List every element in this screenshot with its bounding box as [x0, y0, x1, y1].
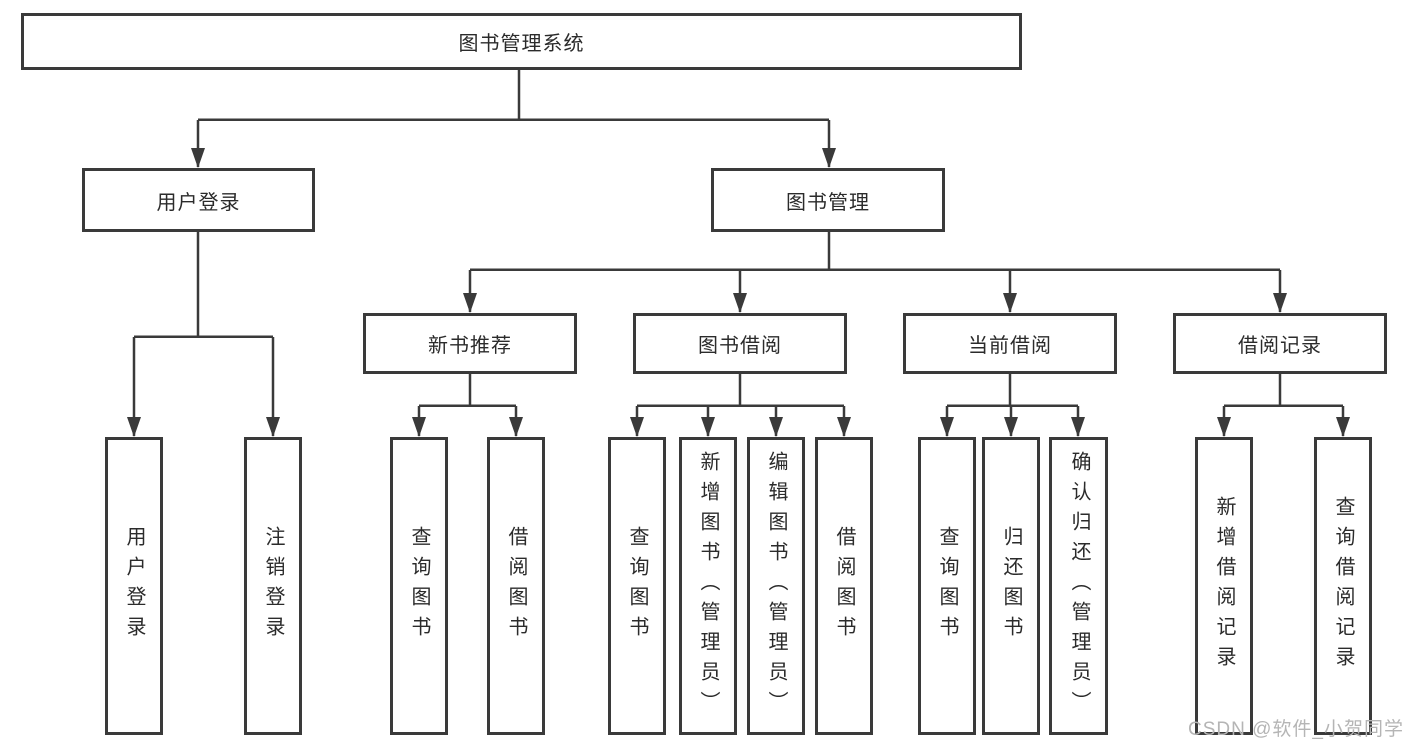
connector-root-to-level2 [191, 70, 836, 168]
leaf-borrow-query-books: 查询图书 [608, 437, 666, 735]
leaf-newbook-borrow-books: 借阅图书 [487, 437, 545, 735]
connector-user-login-subtree [127, 232, 280, 437]
node-book-borrow: 图书借阅 [633, 313, 847, 374]
csdn-watermark: CSDN @软件_小贺同学 [1188, 719, 1404, 740]
connector-new-book-subtree [412, 374, 523, 437]
connector-current-borrow-subtree [940, 374, 1085, 437]
connector-book-borrow-subtree [630, 374, 851, 437]
leaf-edit-books-admin: 编辑图书（管理员） [747, 437, 805, 735]
leaf-return-books: 归还图书 [982, 437, 1040, 735]
leaf-user-login: 用户登录 [105, 437, 163, 735]
leaf-current-query-books: 查询图书 [918, 437, 976, 735]
leaf-query-borrow-record: 查询借阅记录 [1314, 437, 1372, 735]
leaf-add-books-admin: 新增图书（管理员） [679, 437, 737, 735]
node-library-management-system: 图书管理系统 [21, 13, 1022, 70]
node-current-borrow: 当前借阅 [903, 313, 1117, 374]
leaf-logout: 注销登录 [244, 437, 302, 735]
connector-book-management-to-level3 [463, 232, 1287, 313]
connector-borrow-records-subtree [1217, 374, 1350, 437]
node-new-book-recommend: 新书推荐 [363, 313, 577, 374]
leaf-add-borrow-record: 新增借阅记录 [1195, 437, 1253, 735]
leaf-borrow-books: 借阅图书 [815, 437, 873, 735]
leaf-confirm-return-admin: 确认归还（管理员） [1049, 437, 1108, 735]
node-user-login: 用户登录 [82, 168, 315, 232]
node-book-management: 图书管理 [711, 168, 945, 232]
node-borrow-records: 借阅记录 [1173, 313, 1387, 374]
leaf-newbook-query-books: 查询图书 [390, 437, 448, 735]
